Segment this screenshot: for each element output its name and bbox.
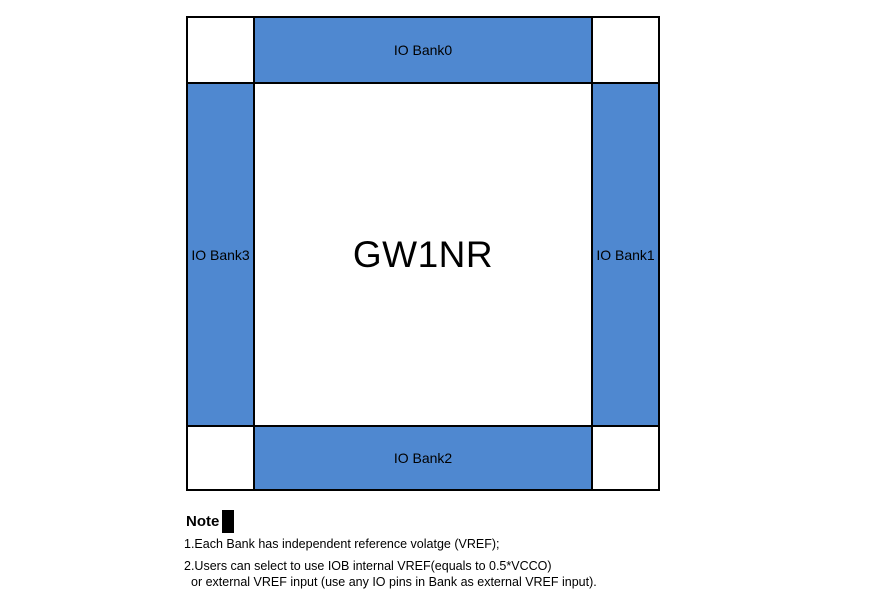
io-bank1-region: IO Bank1 bbox=[593, 84, 658, 425]
io-bank0-region: IO Bank0 bbox=[255, 18, 591, 82]
io-bank1-label: IO Bank1 bbox=[596, 246, 655, 263]
io-bank3-label: IO Bank3 bbox=[191, 246, 250, 263]
chip-floorplan-diagram: IO Bank0 IO Bank3 GW1NR IO Bank1 IO Bank… bbox=[186, 16, 660, 491]
io-bank3-region: IO Bank3 bbox=[188, 84, 253, 425]
corner-top-left bbox=[188, 18, 253, 82]
io-bank0-label: IO Bank0 bbox=[393, 42, 453, 58]
note-item-2-continued: or external VREF input (use any IO pins … bbox=[191, 575, 597, 589]
note-header: Note bbox=[186, 510, 235, 533]
corner-top-right bbox=[593, 18, 658, 82]
note-cursor-block bbox=[222, 510, 235, 533]
io-bank2-label: IO Bank2 bbox=[393, 450, 453, 466]
note-item-2: 2.Users can select to use IOB internal V… bbox=[184, 559, 552, 573]
chip-name-label: GW1NR bbox=[352, 233, 494, 275]
chip-core-region: GW1NR bbox=[255, 84, 591, 425]
note-title: Note bbox=[186, 513, 220, 530]
io-bank2-region: IO Bank2 bbox=[255, 427, 591, 489]
corner-bottom-left bbox=[188, 427, 253, 489]
note-item-1: 1.Each Bank has independent reference vo… bbox=[184, 537, 500, 551]
corner-bottom-right bbox=[593, 427, 658, 489]
